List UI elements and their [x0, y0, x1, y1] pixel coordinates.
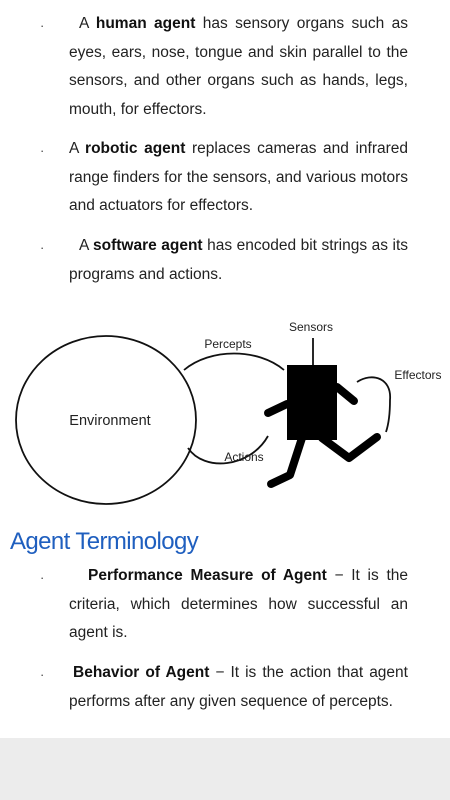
sensors-label: Sensors — [289, 320, 333, 334]
term-human-agent: human agent — [95, 15, 196, 32]
paragraph-behavior-of-agent: Behavior of Agent − It is the action tha… — [69, 664, 408, 710]
paragraph-human-agent: A human agent has sensory organs such as… — [69, 15, 408, 118]
bullet-marker: · — [40, 143, 45, 158]
paragraph-robotic-agent: A robotic agent replaces cameras and inf… — [69, 140, 409, 214]
paragraph-performance-measure: Performance Measure of Agent − It is the… — [69, 567, 408, 641]
agent-arm-left — [264, 400, 291, 417]
effectors-label: Effectors — [394, 368, 441, 382]
agent-arm-right — [333, 383, 358, 405]
environment-label: Environment — [69, 413, 150, 429]
agent-body — [287, 365, 337, 440]
section-heading-agent-terminology: Agent Terminology — [10, 528, 199, 555]
bullet-marker: · — [40, 240, 45, 255]
term-performance-measure: Performance Measure of Agent — [88, 567, 327, 584]
effectors-arc — [356, 376, 391, 433]
paragraph-software-agent: A software agent has encoded bit strings… — [69, 237, 408, 283]
bullet-marker: · — [40, 667, 45, 682]
percepts-label: Percepts — [204, 337, 251, 351]
term-software-agent: software agent — [93, 237, 203, 254]
term-behavior-of-agent: Behavior of Agent — [73, 664, 210, 681]
actions-label: Actions — [224, 450, 263, 464]
bullet-marker: · — [40, 18, 45, 33]
article-content: · A human agent has sensory organs such … — [10, 15, 442, 710]
environment-circle — [15, 335, 197, 505]
agent-figure-icon — [264, 365, 381, 488]
actions-arc — [187, 435, 269, 465]
term-robotic-agent: robotic agent — [85, 140, 186, 157]
bullet-marker: · — [40, 570, 45, 585]
agent-environment-diagram: Environment Percepts Actions Sensors Eff… — [15, 320, 442, 505]
percepts-arc — [183, 352, 285, 371]
agent-leg-left — [267, 434, 306, 488]
agent-leg-right — [318, 433, 381, 462]
bottom-bar — [0, 738, 450, 800]
